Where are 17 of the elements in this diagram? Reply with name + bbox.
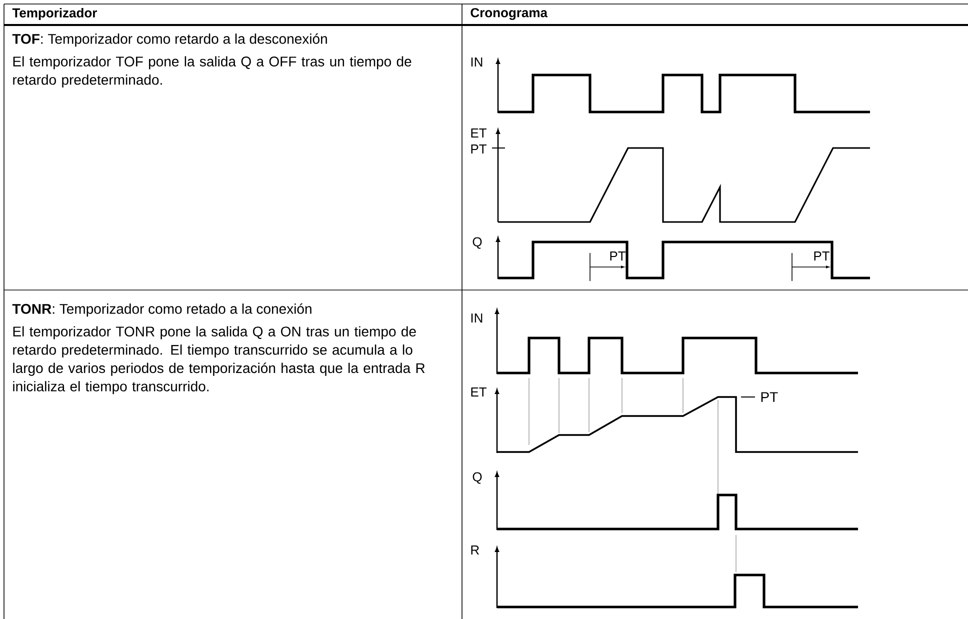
- signal-label: ET: [471, 128, 487, 138]
- timer-title: TOF: Temporizador como retardo a la desconexión: [12, 33, 327, 47]
- signal-label: IN: [471, 314, 482, 322]
- signal-label: IN: [471, 58, 482, 66]
- signal-label: R: [471, 546, 479, 554]
- signal-label: PT: [761, 392, 778, 402]
- dimension-label: PT: [814, 252, 830, 260]
- signal-label: Q: [472, 237, 482, 249]
- signal-label: ET: [471, 388, 487, 396]
- column-header: Temporizador: [12, 8, 97, 20]
- timer-description: El temporizador TONR pone la salida Q a ON tras un tiempo de retardo predeterminado. El tiempo transcurrido se acumula a lo largo de varios periodos de temporización hasta que la entrada R inicializa el tiempo transcurrido.: [13, 326, 425, 394]
- signal-label: PT: [471, 144, 487, 154]
- column-header: Cronograma: [470, 8, 548, 20]
- dimension-label: PT: [610, 252, 626, 260]
- timer-description: El temporizador TOF pone la salida Q a OFF tras un tiempo de retardo predeterminado.: [13, 56, 412, 88]
- timer-title: TONR: Temporizador como retado a la conexión: [12, 303, 312, 317]
- signal-label: Q: [472, 472, 482, 484]
